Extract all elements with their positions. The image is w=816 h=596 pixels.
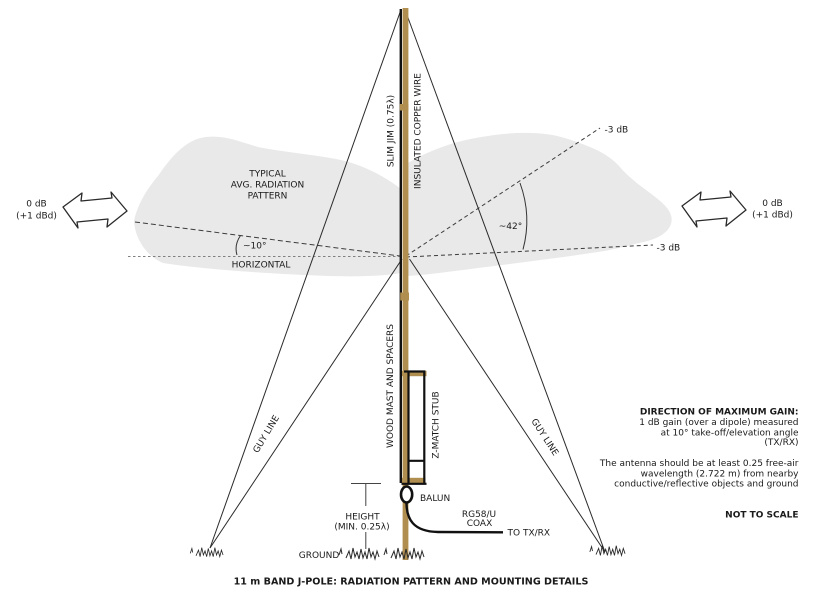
to-txrx-label: TO TX/RX [507,529,551,539]
height-dimension-line [351,483,381,549]
balun [399,485,414,504]
coax-cable [405,502,504,534]
max-gain-arrow-right [681,190,747,228]
slim-jim-label: SLIM JIM (0.75λ) [387,95,397,167]
copper-wire-label: INSULATED COPPER WIRE [414,73,424,189]
lobe-label-line2: AVG. RADIATION [231,181,305,191]
guy-line-left-upper [209,10,401,549]
wire-spacer-mid [400,292,409,301]
takeoff-angle-value: ~10° [243,242,267,252]
minus3db-lower-label: -3 dB [657,244,681,254]
gain-note-line1: 1 dB gain (over a dipole) measured [639,418,798,428]
height-label-line1: HEIGHT [345,513,380,523]
clearance-note-line1: The antenna should be at least 0.25 free… [599,459,799,469]
clearance-note-line2: wavelength (2.722 m) from nearby [641,469,800,479]
gain-note-line2: at 10° take-off/elevation angle [661,428,799,438]
gain-left-db: 0 dB [26,200,46,210]
beamwidth-angle-arc [519,182,528,250]
takeoff-angle-arc [235,235,241,256]
zmatch-stub-wire [401,370,427,485]
max-gain-arrow-left [62,191,128,229]
stub-spacer-bottom [402,477,426,484]
minus3db-upper-line [405,127,601,257]
takeoff-angle-line [134,221,405,257]
gain-note-line3: (TX/RX) [764,438,798,448]
gain-left-dbd: (+1 dBd) [16,212,57,222]
wood-mast-label: WOOD MAST AND SPACERS [386,324,396,448]
radiation-lobe-right [408,132,672,276]
stub-spacer-top [402,370,427,377]
not-to-scale-label: NOT TO SCALE [725,511,798,521]
lobe-label-line3: PATTERN [248,192,288,202]
zmatch-stub-label: Z-MATCH STUB [432,391,442,458]
ground-symbol-mast-left [338,547,380,560]
wire-spacer-top [399,104,409,111]
guy-line-right-lower [409,258,606,553]
wood-mast [402,8,409,560]
coax-label-line2: COAX [467,519,493,529]
guy-line-left-lower [209,258,403,549]
radiation-lobe-left [134,136,401,277]
balun-label: BALUN [420,494,450,504]
height-label-line2: (MIN. 0.25λ) [334,523,389,533]
guy-line-right-upper [405,10,606,553]
diagram-title: 11 m BAND J-POLE: RADIATION PATTERN AND … [234,576,589,587]
ground-symbol-left-anchor [189,547,224,558]
minus3db-lower-line [405,244,654,258]
horizontal-label: HORIZONTAL [232,261,291,271]
gain-note-title: DIRECTION OF MAXIMUM GAIN: [640,408,799,418]
beamwidth-angle-value: ~42° [499,222,523,232]
guy-line-left-label: GUY LINE [252,414,282,455]
gain-right-db: 0 dB [762,199,782,209]
clearance-note-line3: conductive/reflective objects and ground [614,480,798,490]
guy-line-right-label: GUY LINE [529,417,560,458]
gain-right-dbd: (+1 dBd) [752,211,793,221]
minus3db-upper-label: -3 dB [605,126,629,136]
lobe-label-line1: TYPICAL [248,170,286,180]
coax-label-line1: RG58/U [462,510,496,520]
ground-label: GROUND [299,551,340,561]
ground-symbol-right-anchor [589,545,626,556]
